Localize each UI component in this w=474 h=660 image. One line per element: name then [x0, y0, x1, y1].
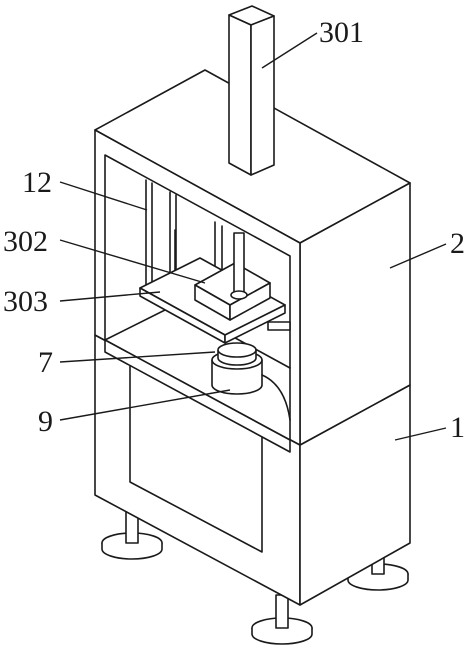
label-303: 303	[3, 285, 48, 318]
leader-2	[389, 243, 447, 269]
foot-front-left	[101, 509, 163, 560]
piston-connector-block	[194, 232, 271, 321]
lower-base-cabinet	[94, 334, 411, 606]
top-cylinder-post	[228, 5, 275, 176]
leader-303	[59, 291, 161, 302]
leader-9	[59, 389, 231, 421]
label-9: 9	[38, 405, 53, 438]
leader-12	[59, 181, 148, 211]
leader-lines	[59, 32, 447, 441]
label-301: 301	[319, 16, 364, 49]
label-2: 2	[450, 227, 465, 260]
leader-302	[59, 239, 206, 284]
foot-front-right	[251, 594, 313, 645]
leader-1	[394, 427, 447, 441]
label-7: 7	[38, 346, 53, 379]
lower-die-assembly	[211, 342, 291, 421]
label-12: 12	[22, 166, 52, 199]
leader-7	[59, 351, 216, 363]
label-302: 302	[3, 225, 48, 258]
label-1: 1	[450, 411, 465, 444]
leader-301	[261, 32, 318, 69]
